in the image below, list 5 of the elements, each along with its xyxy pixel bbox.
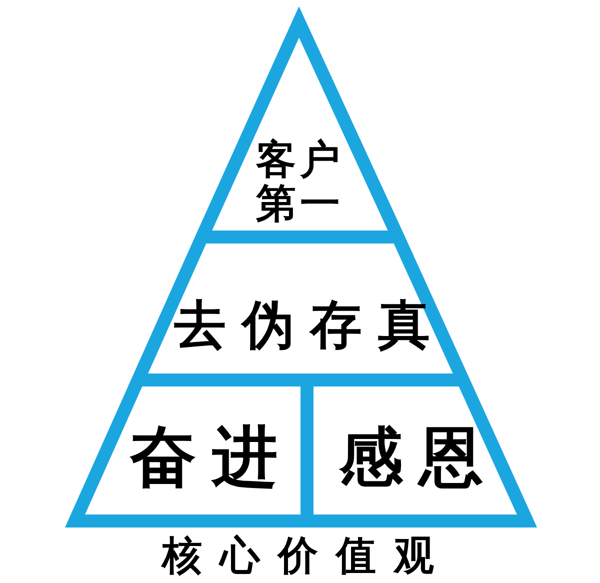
tier-label: 客户第一 [254, 138, 345, 226]
tier-label: 去伪存真 [173, 297, 446, 355]
caption: 核心价值观 [160, 534, 452, 578]
tier-label: 奋进 [128, 422, 294, 494]
tier-label: 感恩 [338, 422, 499, 494]
